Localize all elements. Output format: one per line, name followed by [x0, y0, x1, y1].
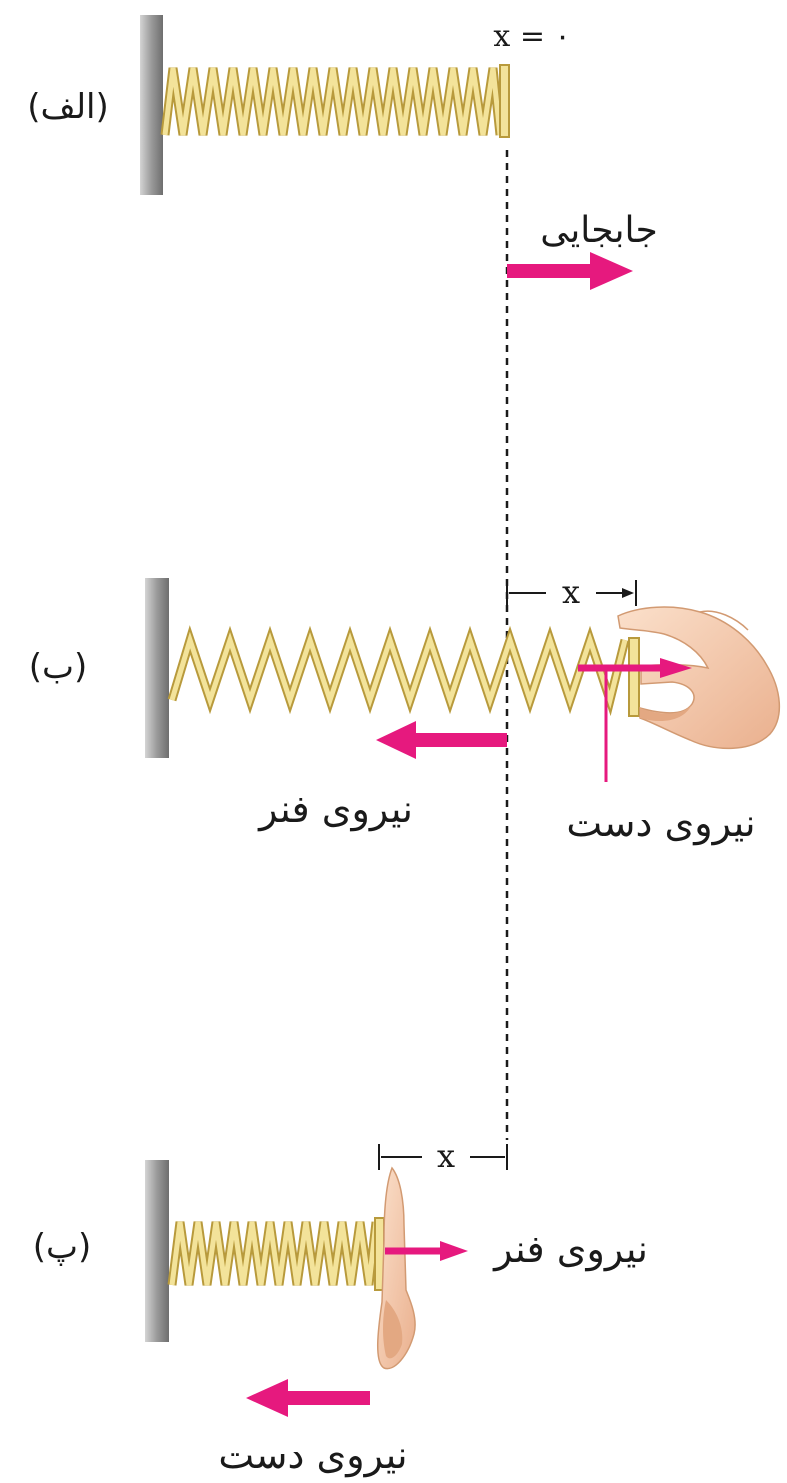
label-hand-force-pe: نیروی دست — [218, 1433, 407, 1478]
label-be: (ب) — [29, 647, 88, 687]
spring-force-arrow-pe — [385, 1241, 468, 1261]
label-alef: (الف) — [27, 87, 109, 127]
panel-pe: x (پ) نیروی فنر نیروی دست — [33, 1137, 648, 1478]
label-spring-force-be: نیروی فنر — [257, 787, 413, 832]
wall-pe — [145, 1160, 169, 1342]
hand-icon-be — [617, 606, 781, 750]
spring-end-cap-alef — [499, 64, 510, 138]
hand-icon-pe — [376, 1166, 416, 1370]
wall-alef — [140, 15, 163, 195]
label-pe: (پ) — [33, 1227, 92, 1267]
spring-force-arrow-be — [376, 721, 507, 759]
spring-pe — [167, 1217, 385, 1291]
label-spring-force-pe: نیروی فنر — [492, 1227, 648, 1272]
label-x-compress: x — [437, 1137, 455, 1175]
hand-force-arrow-pe — [246, 1379, 370, 1417]
dimension-x-stretch: x — [506, 573, 637, 611]
label-displacement: جابجایی — [540, 210, 657, 251]
wall-be — [145, 578, 169, 758]
spring-alef — [160, 64, 510, 138]
hand-force-arrow-be — [578, 658, 692, 678]
label-x-stretch: x — [562, 573, 580, 611]
label-hand-force-be: نیروی دست — [566, 801, 755, 846]
label-x-zero: x = ۰ — [493, 19, 570, 54]
spring-be — [167, 625, 640, 717]
panel-alef: (الف) x = ۰ جابجایی — [27, 15, 658, 290]
panel-be: x (ب) نیروی فنر نیروی دست — [29, 573, 781, 846]
displacement-arrow — [507, 252, 633, 290]
dimension-x-compress: x — [378, 1137, 508, 1175]
spring-end-cap-be — [628, 637, 640, 717]
